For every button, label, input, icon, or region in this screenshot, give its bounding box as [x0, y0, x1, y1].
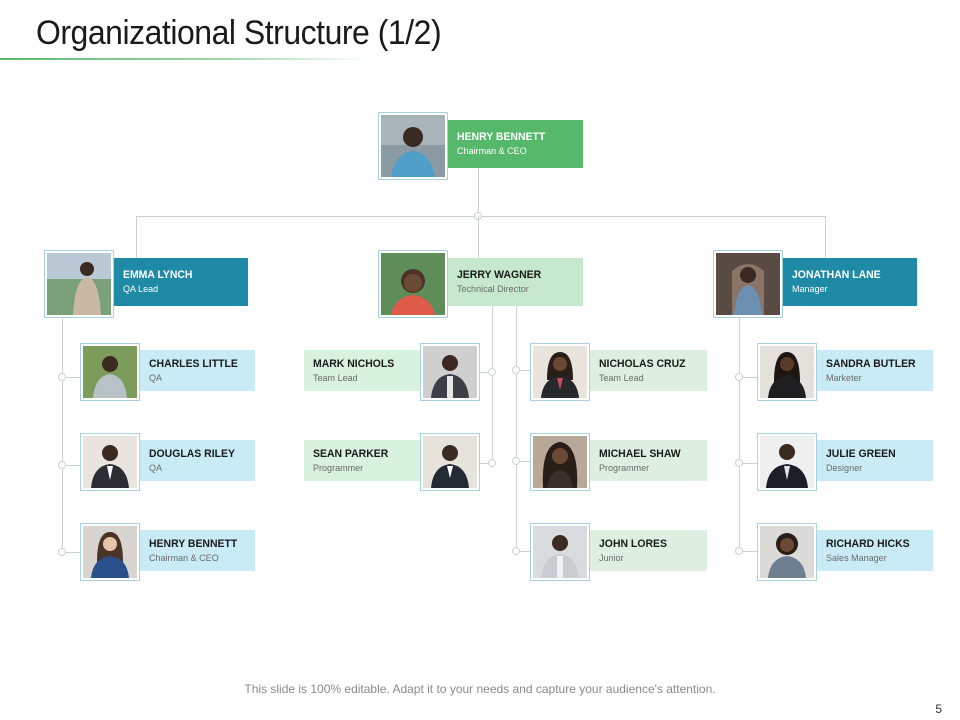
connector-qa-2 [62, 465, 82, 466]
person-role: QA Lead [123, 284, 159, 295]
manager-card-jerry[interactable]: JERRY WAGNER Technical Director [448, 258, 583, 306]
connector-node [512, 457, 520, 465]
person-role: Chairman & CEO [457, 146, 527, 157]
person-name: EMMA LYNCH [123, 269, 193, 281]
connector-ceo-down [478, 168, 479, 216]
person-name: JONATHAN LANE [792, 269, 881, 281]
connector-node [58, 461, 66, 469]
person-role: Designer [826, 462, 863, 474]
person-role: QA [149, 462, 163, 474]
person-name: MARK NICHOLS [313, 357, 395, 370]
member-card[interactable]: MARK NICHOLS Team Lead [304, 350, 421, 391]
person-name: HENRY BENNETT [457, 131, 546, 143]
connector-tech-right-2 [516, 461, 530, 462]
title-underline [0, 58, 370, 60]
member-card[interactable]: SANDRA BUTLER Marketer [817, 350, 933, 391]
person-role: Programmer [313, 462, 364, 474]
person-role: QA [149, 372, 163, 384]
member-card[interactable]: DOUGLAS RILEY QA [140, 440, 255, 481]
connector-tech-left-vertical [492, 306, 493, 464]
person-photo-icon [80, 343, 140, 401]
member-card[interactable]: HENRY BENNETT Chairman & CEO [140, 530, 255, 571]
person-role: Marketer [826, 372, 862, 384]
person-role: Junior [599, 552, 624, 564]
person-photo-icon [757, 523, 817, 581]
person-name: SEAN PARKER [313, 447, 389, 460]
person-role: Sales Manager [826, 552, 887, 564]
connector-tech-right-3 [516, 551, 530, 552]
member-card[interactable]: NICHOLAS CRUZ Team Lead [590, 350, 707, 391]
person-photo-icon [713, 250, 783, 318]
connector-jonathan [825, 216, 826, 258]
connector-emma [136, 216, 137, 258]
person-name: NICHOLAS CRUZ [599, 357, 686, 370]
person-role: Manager [792, 284, 828, 295]
member-card[interactable]: JOHN LORES Junior [590, 530, 707, 571]
person-photo-icon [530, 433, 590, 491]
person-photo-icon [757, 433, 817, 491]
slide-title: Organizational Structure (1/2) [36, 14, 442, 52]
member-card[interactable]: RICHARD HICKS Sales Manager [817, 530, 933, 571]
connector-node [512, 366, 520, 374]
person-role: Technical Director [457, 284, 529, 295]
person-photo-icon [530, 343, 590, 401]
person-photo-icon [80, 523, 140, 581]
connector-tech-right-vertical [516, 306, 517, 552]
connector-qa-1 [62, 377, 82, 378]
manager-card-jonathan[interactable]: JONATHAN LANE Manager [783, 258, 917, 306]
member-card[interactable]: MICHAEL SHAW Programmer [590, 440, 707, 481]
person-name: RICHARD HICKS [826, 537, 910, 550]
person-photo-icon [80, 433, 140, 491]
person-role: Team Lead [313, 372, 358, 384]
person-photo-icon [44, 250, 114, 318]
member-card[interactable]: CHARLES LITTLE QA [140, 350, 255, 391]
connector-node [735, 459, 743, 467]
person-name: DOUGLAS RILEY [149, 447, 235, 460]
person-photo-icon [378, 112, 448, 180]
connector-node [58, 373, 66, 381]
person-photo-icon [378, 250, 448, 318]
person-name: JULIE GREEN [826, 447, 896, 460]
connector-mgmt-vertical [739, 318, 740, 552]
person-role: Team Lead [599, 372, 644, 384]
person-photo-icon [420, 433, 480, 491]
person-name: HENRY BENNETT [149, 537, 238, 550]
member-card[interactable]: SEAN PARKER Programmer [304, 440, 421, 481]
connector-mgmt-2 [739, 463, 757, 464]
person-name: JOHN LORES [599, 537, 667, 550]
person-name: JERRY WAGNER [457, 269, 542, 281]
connector-node [512, 547, 520, 555]
manager-card-emma[interactable]: EMMA LYNCH QA Lead [114, 258, 248, 306]
person-role: Chairman & CEO [149, 552, 219, 564]
connector-node [58, 548, 66, 556]
member-card[interactable]: JULIE GREEN Designer [817, 440, 933, 481]
connector-node [735, 373, 743, 381]
connector-node [488, 459, 496, 467]
page-number: 5 [935, 702, 942, 716]
connector-mgmt-1 [739, 377, 757, 378]
ceo-card[interactable]: HENRY BENNETT Chairman & CEO [448, 120, 583, 168]
connector-qa-3 [62, 552, 82, 553]
connector-tech-left-1 [480, 372, 492, 373]
connector-jerry [478, 216, 479, 258]
person-photo-icon [420, 343, 480, 401]
person-name: CHARLES LITTLE [149, 357, 238, 370]
connector-node [488, 368, 496, 376]
person-name: MICHAEL SHAW [599, 447, 681, 460]
person-photo-icon [757, 343, 817, 401]
connector-qa-vertical [62, 318, 63, 552]
person-role: Programmer [599, 462, 650, 474]
connector-tech-left-2 [480, 463, 492, 464]
connector-tech-right-1 [516, 370, 530, 371]
person-photo-icon [530, 523, 590, 581]
footer-note: This slide is 100% editable. Adapt it to… [244, 682, 716, 696]
connector-mgmt-3 [739, 551, 757, 552]
connector-node [735, 547, 743, 555]
person-name: SANDRA BUTLER [826, 357, 916, 370]
